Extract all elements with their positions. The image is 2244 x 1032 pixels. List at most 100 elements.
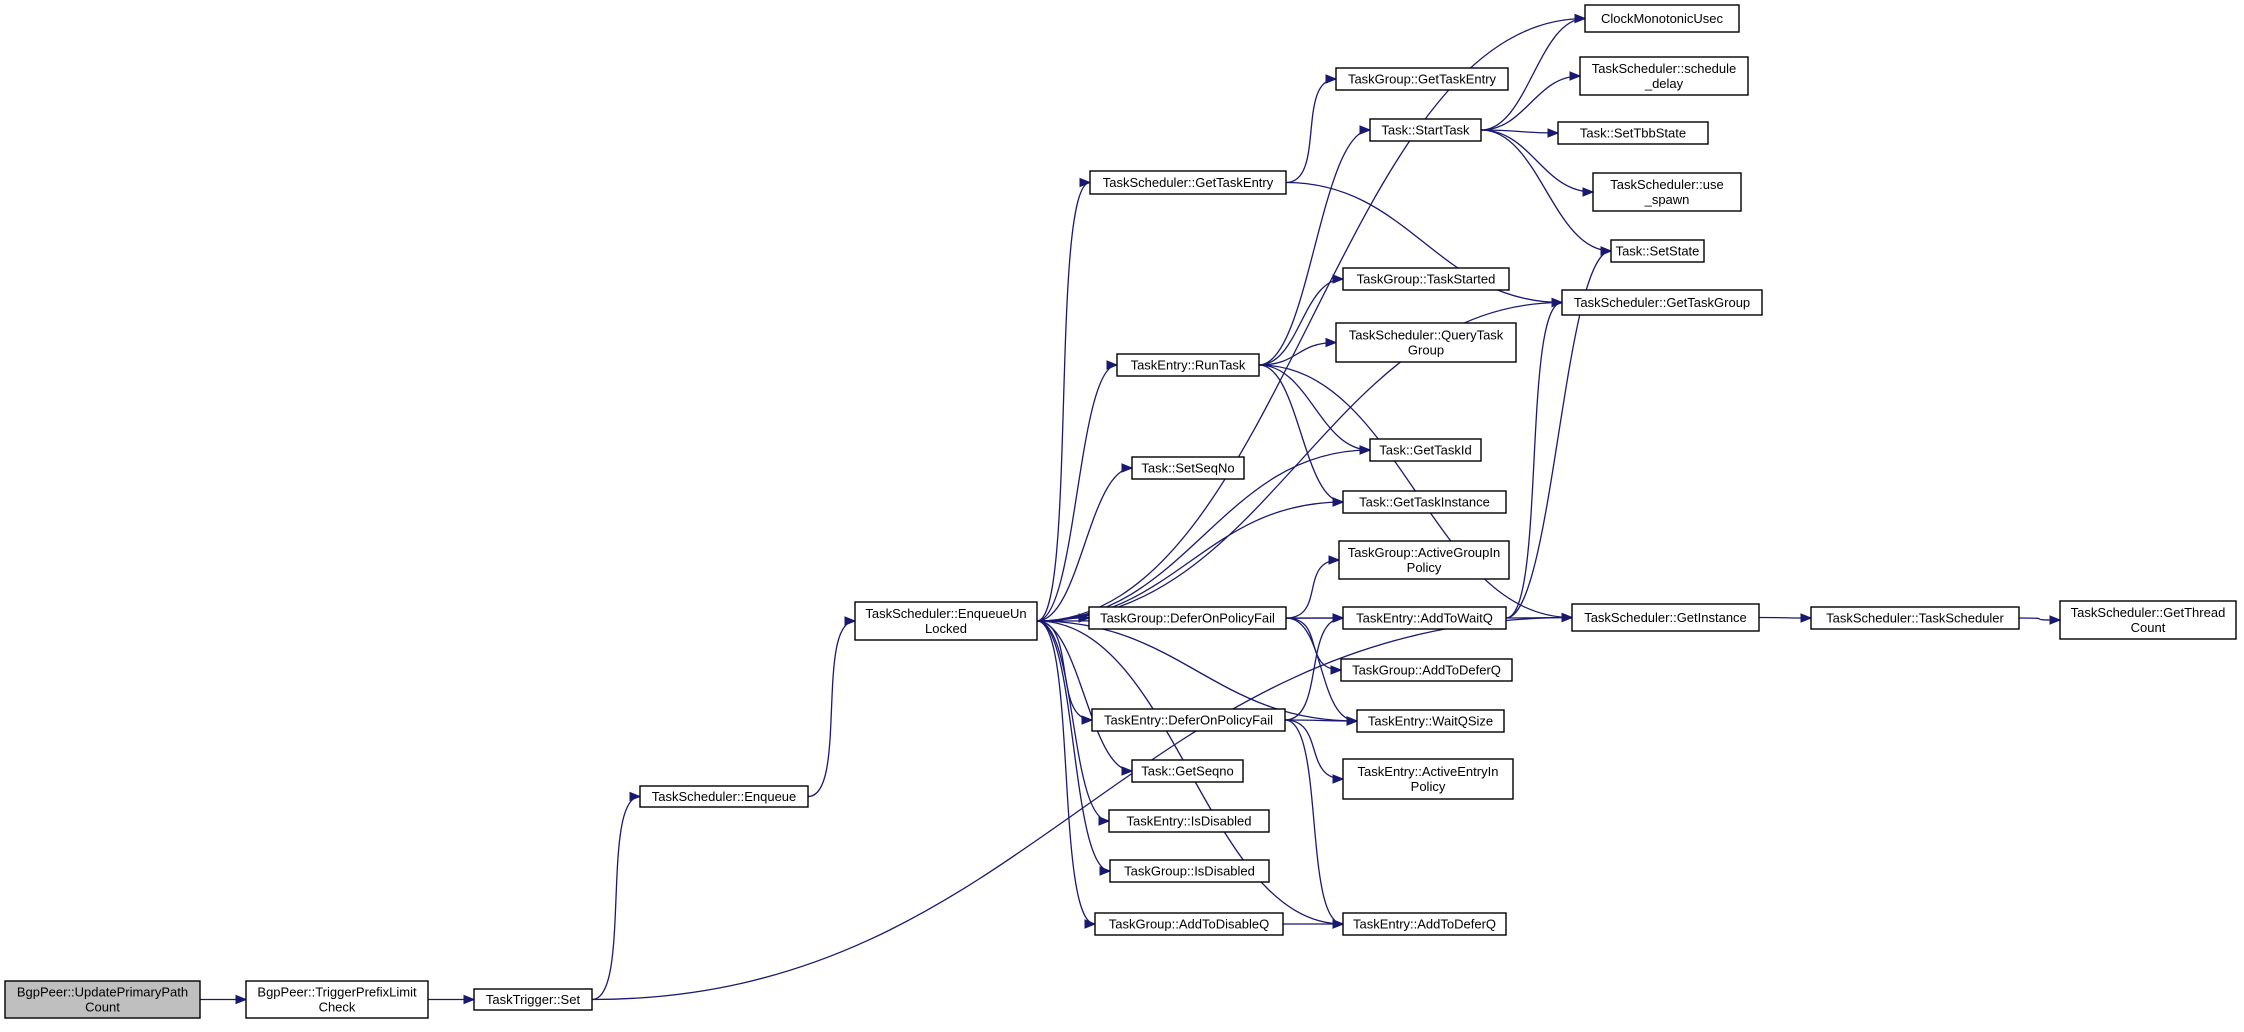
node-label: TaskScheduler::GetTaskEntry [1103,175,1274,190]
node-clock[interactable]: ClockMonotonicUsec [1584,4,1740,33]
node-box [1088,606,1287,630]
arrowhead [1325,74,1338,84]
node-t-gtid[interactable]: Task::GetTaskId [1369,438,1482,462]
arrowhead [1574,13,1587,24]
arrowhead [1551,297,1564,308]
node-box [1610,239,1705,263]
node-ts-ts[interactable]: TaskScheduler::TaskScheduler [1810,606,2020,630]
node-label: TaskScheduler::QueryTask [1349,328,1504,343]
node-box [1342,912,1507,936]
arrowhead [1332,613,1345,623]
node-label: TaskEntry::ActiveEntryIn [1358,764,1499,779]
node-label: TaskScheduler::EnqueueUn [865,606,1026,621]
node-label: TaskEntry::WaitQSize [1368,714,1493,729]
arrowhead [1332,274,1345,284]
node-box [2059,600,2237,640]
node-ts-gtg[interactable]: TaskScheduler::GetTaskGroup [1561,289,1763,316]
node-box [1342,606,1507,630]
edges-layer [199,13,2062,1005]
node-t-setseq[interactable]: Task::SetSeqNo [1131,456,1245,480]
arrowhead [1547,128,1560,138]
edge-ts-enqul-to-tg-isd [1036,620,1111,872]
arrowhead [1098,816,1111,826]
arrowhead [1081,715,1094,725]
arrowhead [1121,463,1134,473]
node-ts-enq[interactable]: TaskScheduler::Enqueue [639,785,809,808]
node-tg-atdisq[interactable]: TaskGroup::AddToDisableQ [1094,912,1284,936]
node-te-wqs[interactable]: TaskEntry::WaitQSize [1356,709,1505,733]
node-t-gseq[interactable]: Task::GetSeqno [1131,759,1244,783]
node-tg-started[interactable]: TaskGroup::TaskStarted [1342,267,1510,291]
node-label: TaskEntry::DeferOnPolicyFail [1104,713,1273,728]
edge-ts-enqul-to-ts-gtg [1036,301,1563,622]
node-box [1571,603,1760,632]
arrowhead [1084,919,1097,929]
node-ts-spawn[interactable]: TaskScheduler::use_spawn [1592,172,1742,212]
node-label: TaskEntry::AddToWaitQ [1356,611,1493,626]
node-label: TaskGroup::GetTaskEntry [1348,72,1497,87]
node-t-setstate[interactable]: Task::SetState [1610,239,1705,263]
node-box [1342,758,1514,800]
node-box [1340,658,1513,682]
node-box [1131,759,1244,783]
arrowhead [1359,445,1372,455]
node-te-atwq[interactable]: TaskEntry::AddToWaitQ [1342,606,1507,630]
node-t-gti[interactable]: Task::GetTaskInstance [1342,490,1507,514]
node-tg-atdq[interactable]: TaskGroup::AddToDeferQ [1340,658,1513,682]
node-label: TaskEntry::IsDisabled [1127,814,1252,829]
node-label: Task::SetSeqNo [1141,461,1234,476]
edge-te-atwq-to-ts-gtg [1505,301,1563,619]
node-box [1131,456,1245,480]
node-tt-set[interactable]: TaskTrigger::Set [473,988,593,1011]
node-box [1592,172,1742,212]
node-ts-gte[interactable]: TaskScheduler::GetTaskEntry [1089,170,1287,195]
node-box [1561,289,1763,316]
node-label: Task::GetTaskInstance [1359,495,1490,510]
node-label: TaskGroup::AddToDisableQ [1109,917,1269,932]
node-label: Count [2131,620,2166,635]
node-te-isd[interactable]: TaskEntry::IsDisabled [1108,809,1270,833]
arrowhead [1325,337,1338,348]
node-te-atdq[interactable]: TaskEntry::AddToDeferQ [1342,912,1507,936]
node-tg-isd[interactable]: TaskGroup::IsDisabled [1109,859,1270,883]
node-tg-dopf[interactable]: TaskGroup::DeferOnPolicyFail [1088,606,1287,630]
node-ts-gi[interactable]: TaskScheduler::GetInstance [1571,603,1760,632]
node-box [854,601,1038,641]
node-label: TaskScheduler::use [1610,177,1723,192]
node-label: TaskGroup::DeferOnPolicyFail [1100,611,1275,626]
node-box [473,988,593,1011]
node-ts-sched[interactable]: TaskScheduler::schedule_delay [1579,56,1749,96]
arrowhead [1582,187,1595,197]
node-te-dopf[interactable]: TaskEntry::DeferOnPolicyFail [1091,708,1286,732]
edge-te-dopf-to-te-atwq [1284,617,1344,721]
arrowhead [629,791,642,802]
edge-te-run-to-t-gti [1258,364,1344,503]
node-t-settbb[interactable]: Task::SetTbbState [1557,121,1709,145]
node-label: TaskScheduler::GetTaskGroup [1574,295,1750,310]
node-label: _delay [1644,76,1684,91]
node-label: Task::SetState [1616,244,1700,259]
node-label: TaskGroup::IsDisabled [1124,864,1255,879]
arrowhead [1330,665,1343,675]
edge-te-run-to-t-start [1258,129,1371,366]
edge-ts-gte-to-tg-gte [1285,78,1337,184]
node-t-start[interactable]: Task::StartTask [1369,118,1482,142]
node-label: ClockMonotonicUsec [1601,11,1724,26]
node-tg-gte[interactable]: TaskGroup::GetTaskEntry [1335,67,1509,91]
node-box [1108,809,1270,833]
node-label: BgpPeer::TriggerPrefixLimit [257,985,417,1000]
edge-ts-enqul-to-ts-gte [1036,181,1091,622]
node-label: Count [85,1000,120,1015]
node-label: TaskEntry::AddToDeferQ [1353,917,1496,932]
node-te-run[interactable]: TaskEntry::RunTask [1116,353,1260,377]
arrowhead [1332,919,1345,929]
edge-t-start-to-ts-sched [1480,75,1581,131]
node-box [1369,118,1482,142]
